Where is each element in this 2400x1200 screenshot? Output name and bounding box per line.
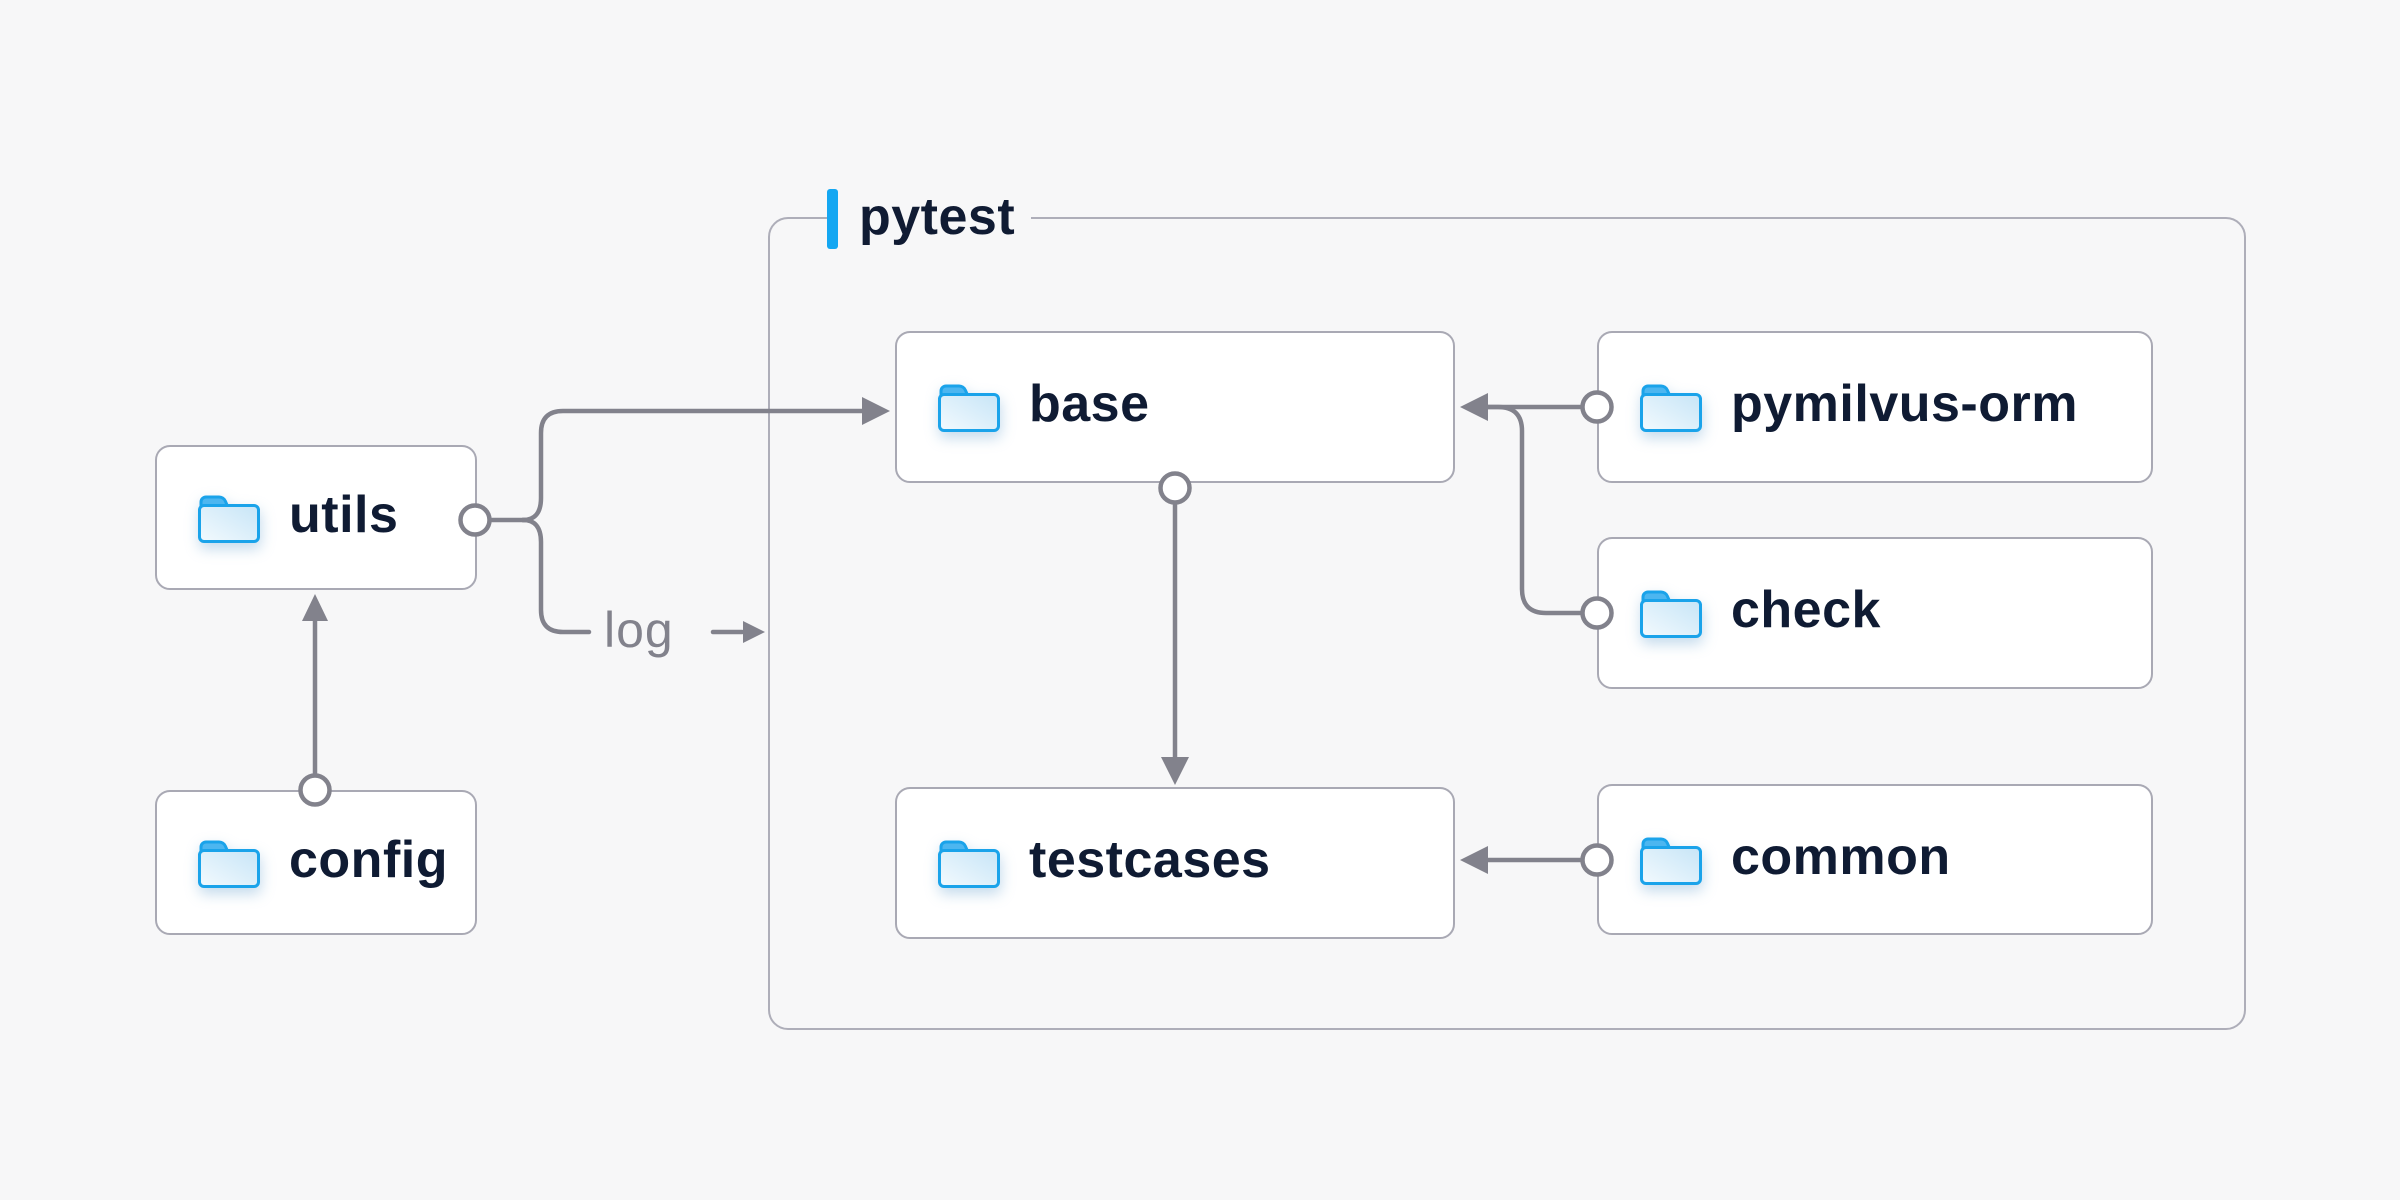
node-label: pymilvus-orm xyxy=(1731,375,2078,433)
group-title: pytest xyxy=(859,188,1016,246)
edge-config-utils xyxy=(298,594,332,807)
accent-bar xyxy=(827,189,838,249)
node-label: config xyxy=(289,830,448,889)
pytest-group-label: pytest xyxy=(827,188,1032,250)
pytest-group: pytest xyxy=(768,188,2246,1030)
edge-label-log: log xyxy=(604,602,674,658)
folder-icon xyxy=(1640,837,1702,885)
node-label: testcases xyxy=(1029,831,1271,889)
node-check: check xyxy=(1597,537,2153,689)
node-label: common xyxy=(1731,827,1951,886)
node-label: base xyxy=(1029,375,1150,433)
folder-icon xyxy=(938,384,1000,432)
folder-icon xyxy=(1640,384,1702,432)
folder-icon xyxy=(1640,590,1702,638)
node-testcases: testcases xyxy=(895,787,1455,939)
folder-icon xyxy=(198,495,260,543)
node-common: common xyxy=(1597,784,2153,935)
node-label: utils xyxy=(289,485,399,544)
folder-icon xyxy=(198,840,260,888)
node-pymilvus-orm: pymilvus-orm xyxy=(1597,331,2153,483)
folder-icon xyxy=(938,840,1000,888)
node-label: check xyxy=(1731,581,1881,639)
node-base: base xyxy=(895,331,1455,483)
node-config: config xyxy=(155,790,477,935)
node-utils: utils xyxy=(155,445,477,590)
